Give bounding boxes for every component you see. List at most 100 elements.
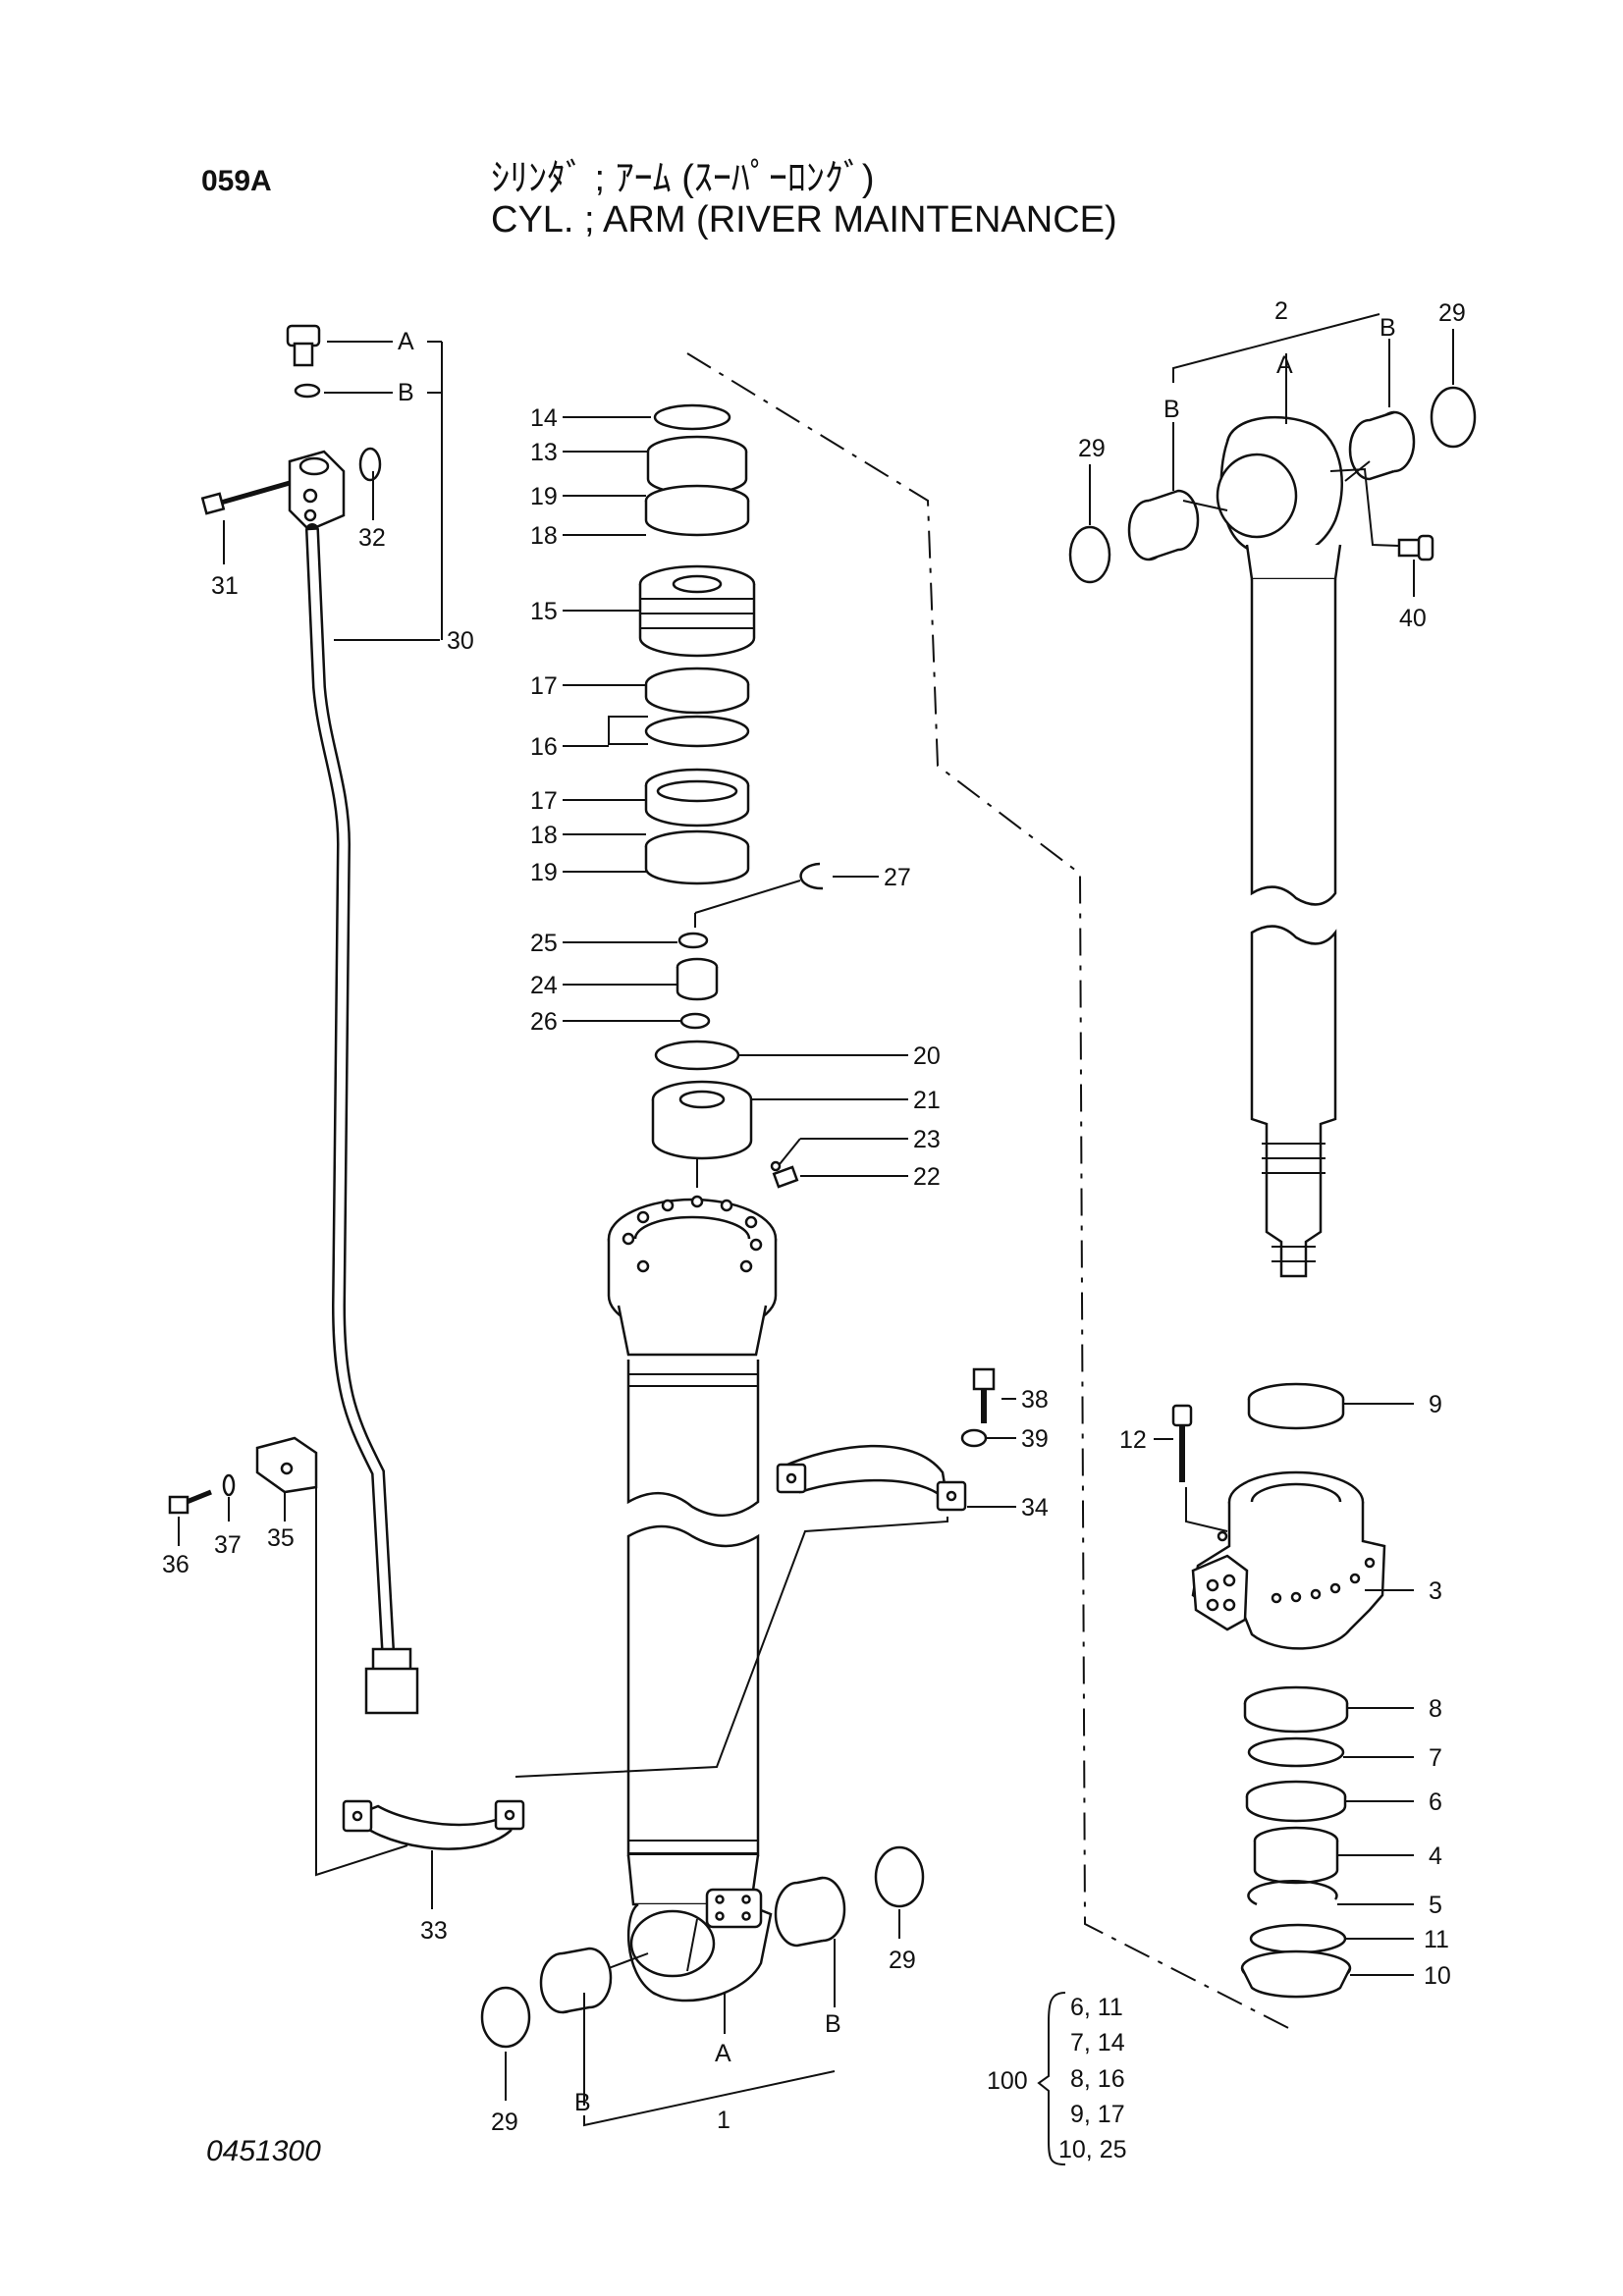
callout-22: 22 <box>913 1163 941 1191</box>
callout-40: 40 <box>1399 605 1427 632</box>
callout-39: 39 <box>1021 1425 1049 1453</box>
page-code: 059A <box>201 165 272 197</box>
callout-34: 34 <box>1021 1494 1049 1522</box>
label-a-pipe: A <box>398 328 414 355</box>
callout-1: 1 <box>717 2107 730 2134</box>
callout-33: 33 <box>420 1917 448 1945</box>
callout-29: 29 <box>889 1947 916 1974</box>
kit-row-3: 8, 16 <box>1070 2065 1125 2093</box>
drawing-number: 0451300 <box>206 2135 321 2167</box>
callout-32: 32 <box>358 524 386 552</box>
ring-19-bottom <box>644 829 750 885</box>
callout-9: 9 <box>1429 1391 1442 1418</box>
kit-row-2: 7, 14 <box>1070 2029 1125 2056</box>
kit-row-5: 10, 25 <box>1058 2136 1127 2163</box>
ring-16 <box>644 715 750 748</box>
callout-18: 18 <box>530 522 558 550</box>
seal-14 <box>653 403 731 431</box>
pipe-o-ring <box>294 383 321 399</box>
callout-35: 35 <box>267 1524 295 1552</box>
label-a-tube: A <box>715 2040 731 2067</box>
label-b-pipe: B <box>398 379 414 406</box>
callout-29: 29 <box>1078 435 1106 462</box>
callout-5: 5 <box>1429 1892 1442 1919</box>
ring-26 <box>679 1012 711 1030</box>
callout-36: 36 <box>162 1551 189 1578</box>
callout-37: 37 <box>214 1531 242 1559</box>
callout-19: 19 <box>530 483 558 510</box>
callout-30: 30 <box>447 627 474 655</box>
callout-29: 29 <box>1438 299 1466 327</box>
callout-13: 13 <box>530 439 558 466</box>
piston-rod-upper <box>1250 579 1337 906</box>
rod-bushing-left <box>1127 489 1200 561</box>
washer-39 <box>960 1428 988 1448</box>
bolt-12 <box>1171 1404 1193 1482</box>
ring-19-top <box>644 484 750 537</box>
ring-17-top <box>644 667 750 715</box>
cylinder-head <box>607 1195 778 1357</box>
center-seal-stack <box>342 403 1016 2127</box>
callout-17: 17 <box>530 672 558 700</box>
callout-11: 11 <box>1424 1926 1449 1953</box>
rod-bushing-right <box>1348 410 1416 481</box>
tube-eye <box>626 1854 773 2002</box>
callout-23: 23 <box>913 1126 941 1153</box>
clamp-34 <box>776 1444 967 1512</box>
callout-2: 2 <box>1274 297 1288 325</box>
callout-10: 10 <box>1424 1962 1451 1990</box>
tube-seal-right-29 <box>874 1845 925 1908</box>
callout-16: 16 <box>530 733 558 761</box>
kit-row-1: 6, 11 <box>1070 1994 1123 2021</box>
tube-seal-left-29 <box>480 1986 531 2049</box>
ring-6 <box>1245 1780 1347 1823</box>
callout-25: 25 <box>530 930 558 957</box>
label-b-tube-right: B <box>825 2010 841 2038</box>
bushing-4 <box>1253 1826 1339 1885</box>
kit-brace <box>1037 1992 1066 2165</box>
callout-7: 7 <box>1429 1744 1442 1772</box>
snap-ring-5 <box>1247 1879 1338 1906</box>
rod-seal-right-29 <box>1430 386 1477 449</box>
callout-18: 18 <box>530 822 558 849</box>
tube-bushing-left <box>539 1947 613 2014</box>
callout-27: 27 <box>884 864 911 891</box>
piston-rod-lower <box>1250 925 1337 1278</box>
label-b-rod-left: B <box>1163 396 1180 423</box>
callout-20: 20 <box>913 1042 941 1070</box>
clamp-33 <box>342 1799 525 1850</box>
assembly-center-line <box>686 352 1297 2033</box>
label-a-rod: A <box>1276 351 1293 379</box>
bolt-36 <box>168 1489 212 1515</box>
washer-37 <box>222 1473 236 1497</box>
callout-3: 3 <box>1429 1577 1442 1605</box>
snap-ring-27 <box>799 862 824 890</box>
callout-24: 24 <box>530 972 558 999</box>
callout-6: 6 <box>1429 1789 1442 1816</box>
grease-fitting-40 <box>1397 534 1434 561</box>
callout-31: 31 <box>211 572 239 600</box>
pipe-bolt-31 <box>200 480 291 515</box>
seal-9 <box>1247 1382 1345 1430</box>
kit-number: 100 <box>987 2067 1028 2095</box>
nut-21 <box>651 1080 753 1160</box>
rod-assembly <box>1068 313 1477 1999</box>
ring-7 <box>1247 1736 1345 1768</box>
gland-3 <box>1191 1470 1386 1650</box>
cylinder-tube-lower <box>626 1524 760 1857</box>
kit-row-4: 9, 17 <box>1070 2101 1125 2128</box>
callout-19: 19 <box>530 859 558 886</box>
piston-15 <box>638 564 756 658</box>
callout-15: 15 <box>530 598 558 625</box>
set-screw-22 <box>772 1165 799 1189</box>
callout-12: 12 <box>1119 1426 1147 1454</box>
callout-14: 14 <box>530 404 558 432</box>
callout-4: 4 <box>1429 1842 1442 1870</box>
ring-17-bottom <box>644 768 750 828</box>
pipe-block <box>288 450 346 532</box>
callout-26: 26 <box>530 1008 558 1036</box>
seal-10 <box>1240 1949 1352 1999</box>
bolt-38 <box>972 1367 996 1423</box>
pipe-ring-32 <box>358 447 382 482</box>
